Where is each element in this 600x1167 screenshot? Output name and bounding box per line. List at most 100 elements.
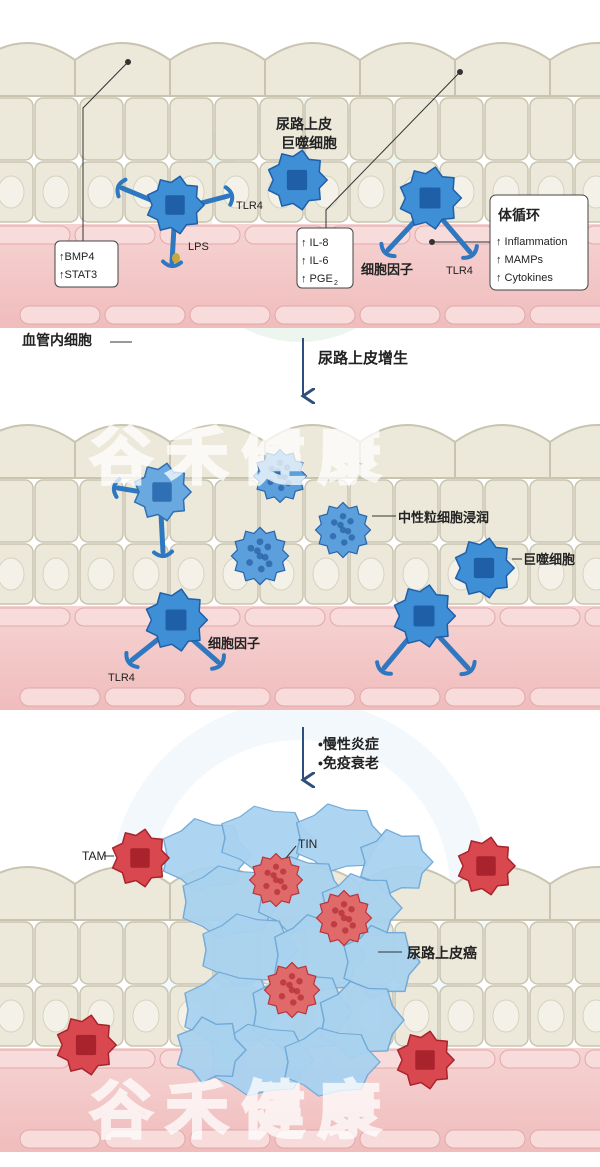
watermark-text-2: 谷禾健康 — [90, 1074, 394, 1147]
endothelial-label: 血管内细胞 — [22, 332, 92, 348]
endothelial-cell — [104, 687, 186, 707]
endothelial-cell — [19, 305, 101, 325]
intermediate-cell — [574, 97, 600, 161]
granule — [341, 539, 348, 546]
panel-healthy — [0, 42, 600, 343]
cell-nucleus — [582, 999, 600, 1033]
granule — [288, 973, 296, 980]
tumor-cell — [360, 828, 434, 896]
macrophage-p2-bottom — [393, 584, 457, 648]
cytokine-label-2: 细胞因子 — [208, 636, 260, 651]
cell-nucleus — [132, 557, 160, 591]
intermediate-cell — [484, 479, 529, 543]
endothelial-cell — [189, 687, 271, 707]
granule — [281, 884, 288, 891]
cell-nucleus — [165, 195, 185, 215]
macrophage-left — [146, 175, 205, 235]
endothelial-cell — [244, 607, 326, 627]
cell-nucleus — [402, 999, 430, 1033]
endothelial-cell — [444, 305, 526, 325]
granule — [274, 888, 281, 896]
intermediate-cell — [214, 97, 259, 161]
cell-nucleus — [419, 187, 441, 209]
intermediate-cell — [34, 479, 79, 543]
cell-nucleus — [413, 605, 435, 627]
granule — [293, 988, 301, 995]
granule — [332, 907, 339, 914]
granule — [265, 560, 273, 568]
intermediate-cell — [79, 921, 124, 985]
macrophage-p2-left — [145, 588, 209, 652]
cell-nucleus — [42, 999, 70, 1033]
tam-macrophage — [56, 1014, 117, 1076]
pointer-dot — [429, 239, 435, 245]
blood-vessel-layer — [0, 606, 600, 710]
intermediate-cell — [79, 97, 124, 161]
intermediate-cell — [34, 97, 79, 161]
intermediate-cell — [349, 97, 394, 161]
endothelial-cell — [0, 607, 71, 627]
granule — [281, 474, 288, 481]
granule — [339, 526, 347, 534]
endothelial-cell — [274, 687, 356, 707]
granule — [267, 478, 274, 486]
svg-text:体循环: 体循环 — [498, 207, 540, 223]
endothelial-cell — [499, 1049, 581, 1069]
cell-nucleus — [222, 175, 250, 209]
svg-text:↑ Cytokines: ↑ Cytokines — [496, 272, 553, 284]
endothelial-cell — [189, 305, 271, 325]
umbrella-cell-layer — [0, 42, 600, 97]
tlr4-label-2: TLR4 — [108, 672, 135, 684]
umbrella-cell-layer — [0, 424, 600, 479]
cell-nucleus — [87, 175, 115, 209]
cell-nucleus — [447, 999, 475, 1033]
pointer-dot — [457, 69, 463, 75]
granule — [347, 518, 354, 525]
granule — [340, 901, 348, 908]
granule — [270, 872, 277, 879]
cell-nucleus — [87, 557, 115, 591]
intermediate-cell — [0, 479, 34, 543]
granule — [263, 882, 270, 890]
svg-text:↑ MAMPs: ↑ MAMPs — [496, 254, 544, 266]
macrophage-p2-right — [454, 537, 515, 599]
endothelial-cell — [584, 607, 600, 627]
watermark-text-1: 谷禾健康 — [90, 420, 394, 493]
endothelial-cell — [274, 305, 356, 325]
macrophage-center — [267, 149, 328, 211]
neutrophil — [314, 501, 372, 559]
box-systemic-circulation: 体循环 ↑ Inflammation ↑ MAMPs ↑ Cytokines — [489, 194, 589, 291]
intermediate-cell — [574, 479, 600, 543]
svg-text:2: 2 — [334, 280, 338, 287]
granule — [331, 519, 338, 526]
svg-text:↑ PGE: ↑ PGE — [301, 273, 333, 285]
granule — [348, 906, 355, 913]
umbrella-cell — [549, 424, 600, 479]
intermediate-cell — [439, 97, 484, 161]
cancer-label: 尿路上皮癌 — [407, 945, 477, 961]
granule — [247, 544, 255, 552]
granule — [337, 521, 344, 529]
intermediate-cell — [304, 97, 349, 161]
svg-text:↑ IL-6: ↑ IL-6 — [301, 255, 329, 267]
svg-text:↑ Inflammation: ↑ Inflammation — [496, 236, 568, 248]
intermediate-cell — [439, 921, 484, 985]
granule — [256, 552, 264, 560]
granule — [272, 876, 280, 884]
intermediate-cell — [169, 97, 214, 161]
endothelial-cell — [74, 607, 156, 627]
granule — [330, 921, 338, 928]
lps-molecule — [172, 253, 180, 263]
cell-nucleus — [286, 169, 308, 191]
intermediate-cell — [34, 921, 79, 985]
neutrophil — [230, 526, 290, 586]
arrow-2-label-1: •慢性炎症 — [318, 736, 379, 752]
intermediate-cell — [529, 921, 574, 985]
umbrella-cell — [0, 42, 76, 97]
cell-nucleus — [177, 557, 205, 591]
umbrella-cell — [359, 42, 456, 97]
granule — [285, 480, 292, 487]
intermediate-cell — [0, 97, 34, 161]
tin-neutrophil — [248, 852, 304, 908]
